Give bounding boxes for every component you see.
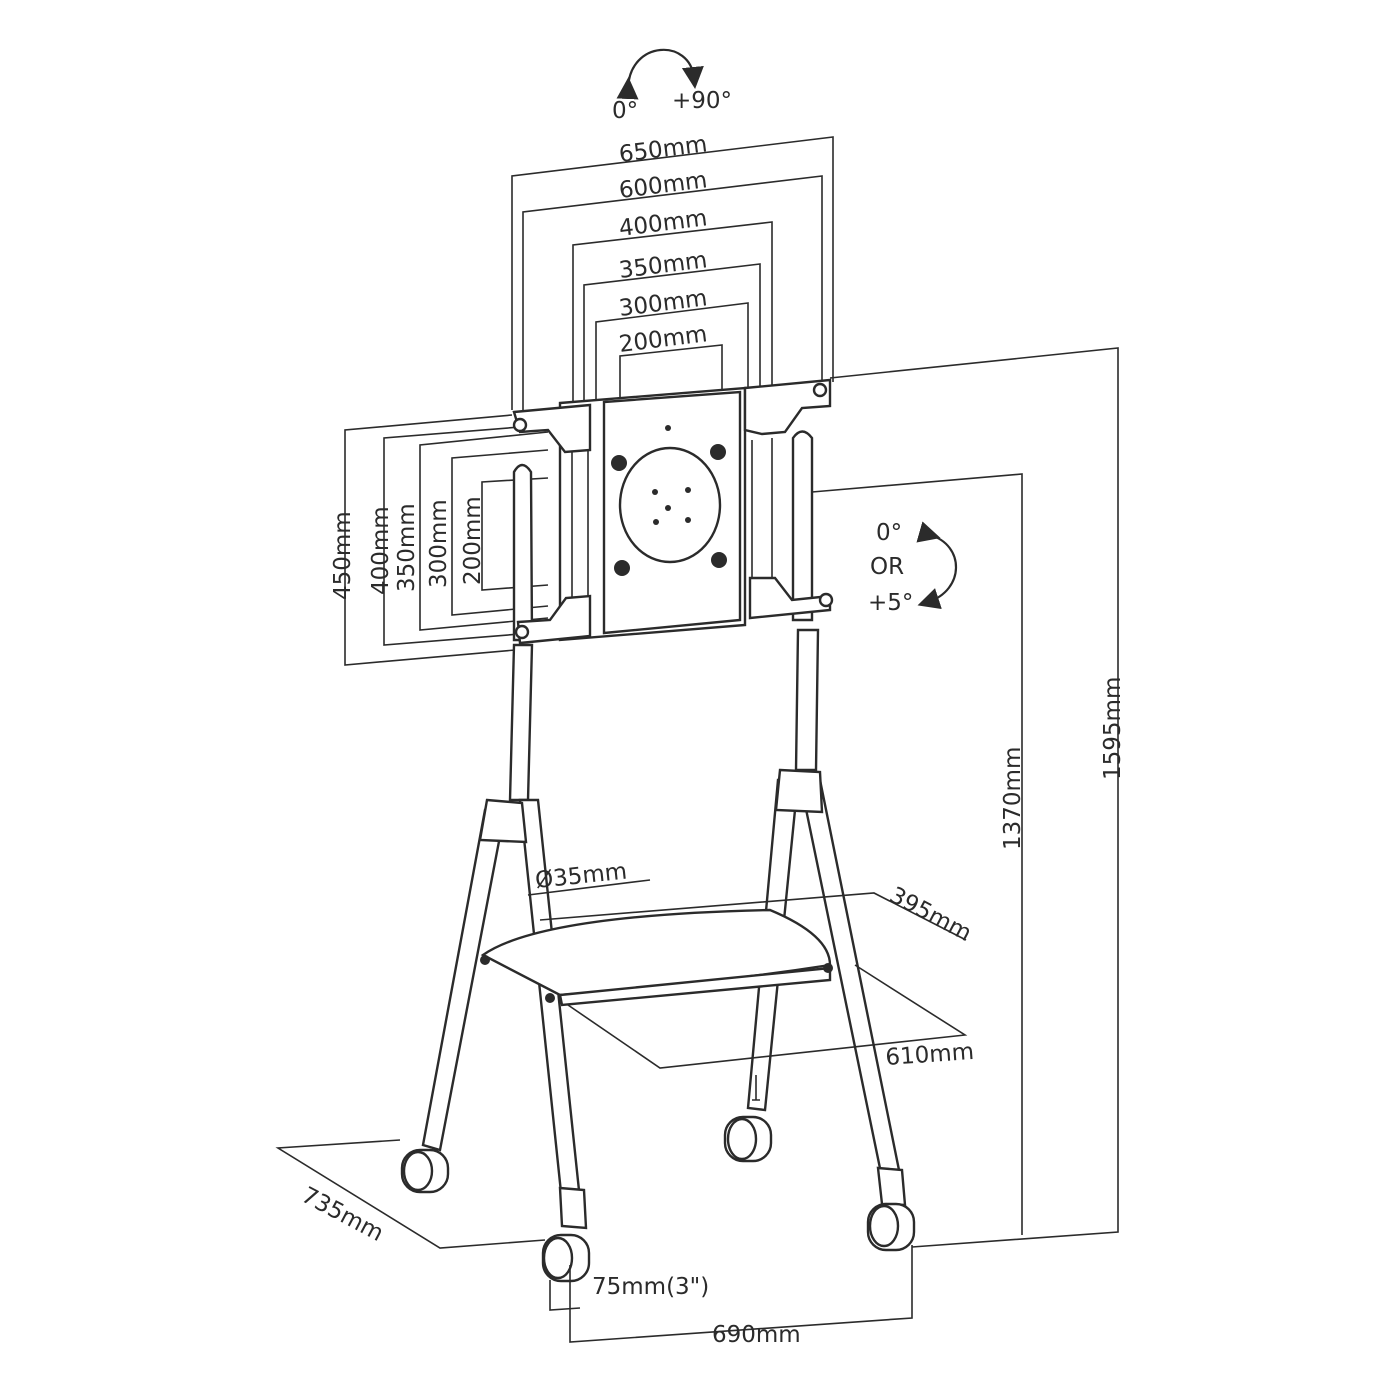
base-depth-label: 735mm — [297, 1182, 388, 1247]
caster-size-label: 75mm(3") — [592, 1274, 709, 1300]
height-dimensions: 1595mm 1370mm — [811, 347, 1126, 1248]
casters — [400, 1115, 916, 1283]
caster-back-left — [400, 1148, 450, 1194]
base-dimensions: 735mm 75mm(3") 690mm — [275, 1139, 913, 1348]
vesa-height-400: 400mm — [368, 506, 394, 595]
tilt-indicator: 0° OR +5° — [868, 520, 957, 616]
tilt-label-b: OR — [870, 554, 904, 580]
vesa-width-600: 600mm — [618, 167, 709, 204]
mount-arms — [512, 378, 834, 645]
max-height-label: 1595mm — [1100, 677, 1126, 780]
vesa-width-400: 400mm — [618, 205, 709, 242]
upright-poles — [508, 430, 820, 802]
vesa-width-650: 650mm — [618, 131, 709, 168]
vesa-height-200: 200mm — [460, 496, 486, 585]
base-width-label: 690mm — [712, 1322, 801, 1348]
vesa-width-300: 300mm — [618, 285, 709, 322]
tilt-label-a: 0° — [876, 520, 902, 546]
cable-hook — [752, 1075, 760, 1101]
vesa-height-450: 450mm — [330, 511, 356, 600]
frame-legs — [421, 768, 907, 1230]
rotation-end-label: +90° — [672, 88, 732, 114]
vesa-height-300: 300mm — [426, 499, 452, 588]
vesa-width-200: 200mm — [618, 321, 709, 358]
vesa-mount-plate — [558, 386, 773, 642]
shelf-depth-label: 395mm — [885, 882, 976, 947]
rotation-indicator: 0° +90° — [612, 48, 732, 124]
pole-diameter-label: Ø35mm — [534, 858, 628, 893]
caster-back-right — [723, 1115, 773, 1163]
rotate-arrow-icon — [616, 48, 704, 100]
tilt-label-c: +5° — [868, 590, 913, 616]
tilt-arrow-icon — [916, 521, 957, 610]
vesa-height-350: 350mm — [394, 503, 420, 592]
vesa-width-350: 350mm — [618, 247, 709, 284]
shelf-width-label: 610mm — [885, 1039, 975, 1071]
shelf — [480, 908, 833, 1007]
rotation-start-label: 0° — [612, 98, 638, 124]
caster-front-left — [541, 1233, 591, 1283]
min-height-label: 1370mm — [1000, 747, 1026, 850]
caster-front-right — [866, 1202, 916, 1252]
